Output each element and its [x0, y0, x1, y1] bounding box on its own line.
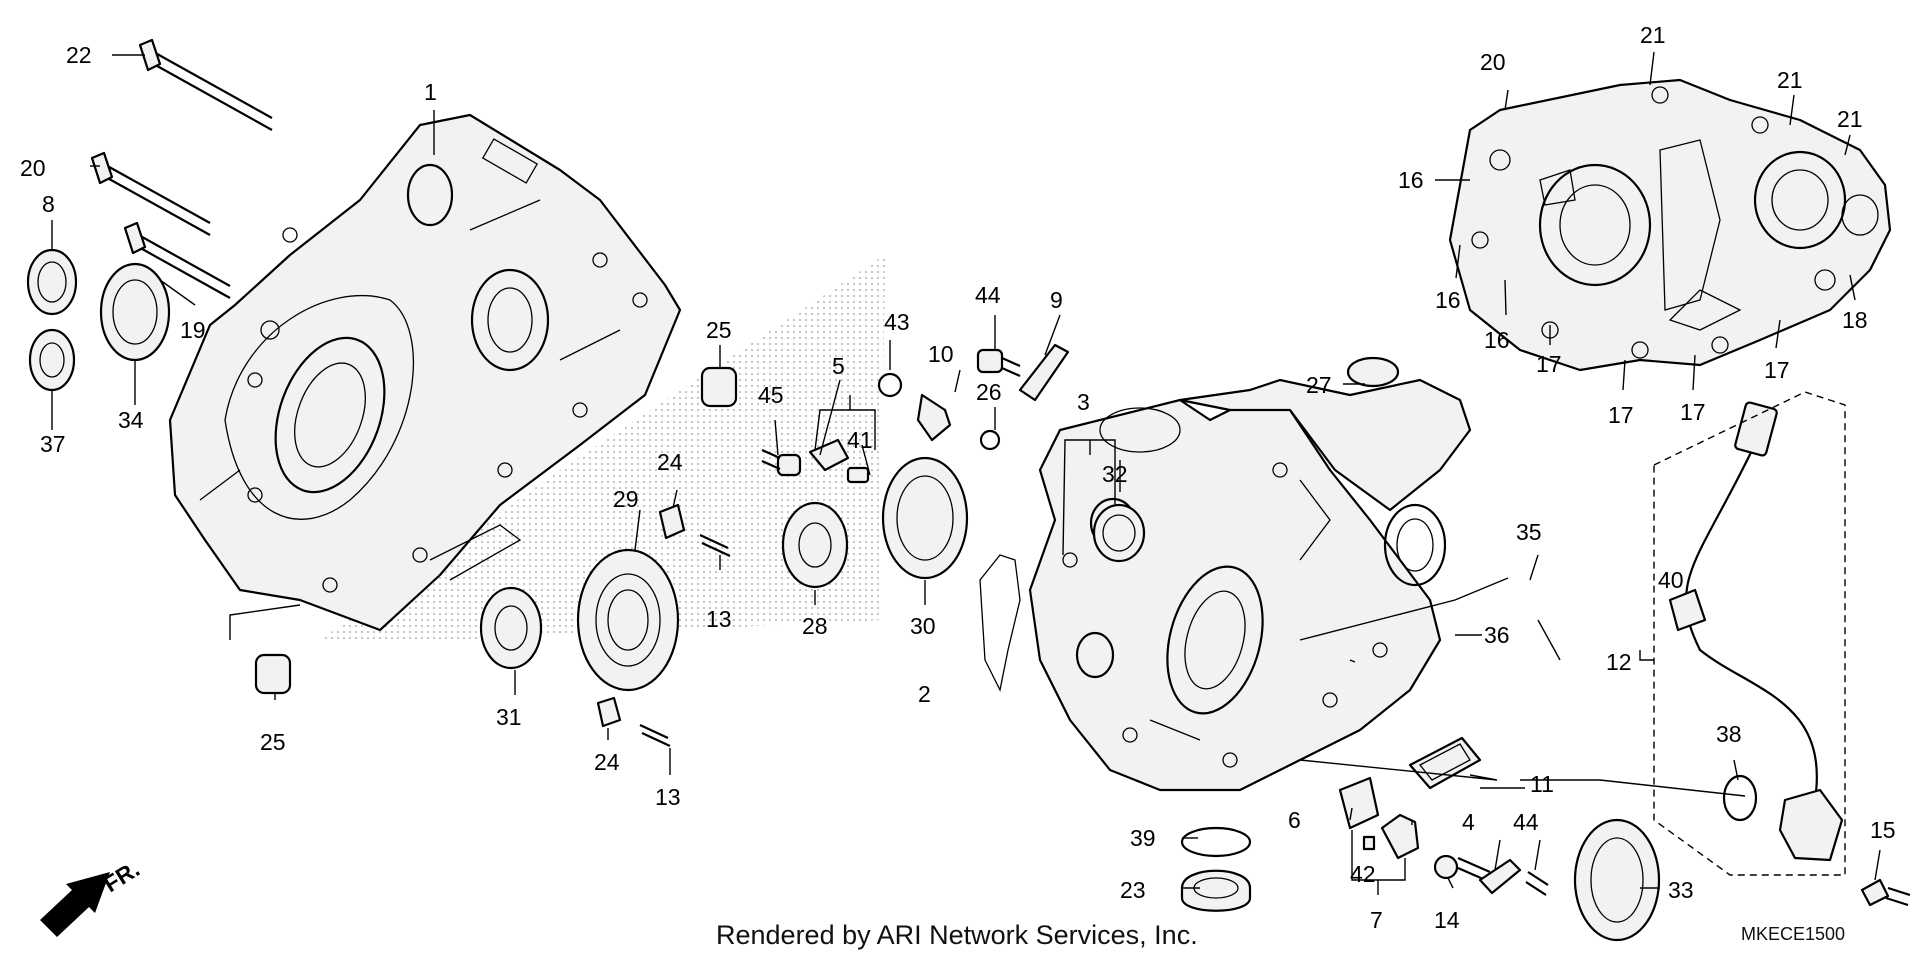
leader-lines — [51, 51, 1881, 895]
direction-label: FR. — [99, 856, 144, 898]
callout-label: 45 — [758, 382, 784, 408]
bearings — [479, 456, 1137, 692]
callout-label: 9 — [1050, 287, 1063, 313]
callout-label: 32 — [1102, 461, 1128, 487]
dowel-pin — [254, 653, 292, 695]
callout-label: 35 — [1516, 519, 1542, 545]
callout-label: 18 — [1842, 307, 1868, 333]
callout-label: 39 — [1130, 825, 1156, 851]
callout-label: 44 — [1513, 809, 1539, 835]
callout-label: 16 — [1435, 287, 1461, 313]
callout-label: 41 — [847, 427, 873, 453]
callout-label: 24 — [594, 749, 620, 775]
callout-label: 29 — [613, 486, 639, 512]
callout-label: 6 — [1288, 807, 1301, 833]
callout-label: 20 — [1480, 49, 1506, 75]
left-seals — [26, 248, 171, 392]
callout-label: 24 — [657, 449, 683, 475]
right-crankcase-half — [1028, 378, 1472, 792]
callout-label: 42 — [1350, 861, 1376, 887]
callout-label: 40 — [1658, 567, 1684, 593]
gasket — [979, 554, 1021, 692]
callout-label: 28 — [802, 613, 828, 639]
callout-label: 17 — [1764, 357, 1790, 383]
callout-label: 16 — [1484, 327, 1510, 353]
sensor-assembly — [1668, 401, 1844, 862]
callout-label: 4 — [1462, 809, 1475, 835]
callout-label: 14 — [1434, 907, 1460, 933]
callout-label: 38 — [1716, 721, 1742, 747]
callout-label: 30 — [910, 613, 936, 639]
small-hardware — [596, 343, 1400, 747]
rendered-by-credit: Rendered by ARI Network Services, Inc. — [716, 920, 1198, 950]
callout-label: 15 — [1870, 817, 1896, 843]
callout-label: 17 — [1608, 402, 1634, 428]
callout-label: 17 — [1680, 399, 1706, 425]
callout-label: 26 — [976, 379, 1002, 405]
callout-label: 17 — [1536, 351, 1562, 377]
callout-label: 21 — [1777, 67, 1803, 93]
callouts: 22 1 20 8 19 34 37 25 25 43 44 9 10 5 26… — [20, 22, 1896, 933]
callout-label: 21 — [1837, 106, 1863, 132]
crankcase-inner-view — [1448, 78, 1892, 372]
front-direction-arrow: FR. — [40, 856, 144, 937]
lower-parts — [1180, 736, 1911, 942]
callout-label: 19 — [180, 317, 206, 343]
callout-label: 36 — [1484, 622, 1510, 648]
callout-label: 13 — [655, 784, 681, 810]
callout-label: 27 — [1306, 372, 1332, 398]
callout-label: 3 — [1077, 389, 1090, 415]
callout-label: 22 — [66, 42, 92, 68]
callout-label: 23 — [1120, 877, 1146, 903]
left-crankcase-half — [168, 113, 682, 632]
callout-label: 7 — [1370, 907, 1383, 933]
callout-label: 20 — [20, 155, 46, 181]
long-bolts — [90, 38, 273, 299]
callout-label: 10 — [928, 341, 954, 367]
callout-label: 5 — [832, 353, 845, 379]
assembly-bracket — [1653, 391, 1846, 876]
callout-label: 21 — [1640, 22, 1666, 48]
callout-label: 2 — [918, 681, 931, 707]
callout-label: 34 — [118, 407, 144, 433]
callout-label: 13 — [706, 606, 732, 632]
dowel-pin — [700, 366, 738, 408]
callout-label: 43 — [884, 309, 910, 335]
callout-label: 11 — [1530, 771, 1554, 797]
callout-label: 1 — [424, 79, 437, 105]
callout-label: 8 — [42, 191, 55, 217]
callout-label: 25 — [260, 729, 286, 755]
callout-label: 16 — [1398, 167, 1424, 193]
callout-label: 33 — [1668, 877, 1694, 903]
callout-label: 25 — [706, 317, 732, 343]
callout-label: 44 — [975, 282, 1001, 308]
callout-label: 31 — [496, 704, 522, 730]
callout-label: 37 — [40, 431, 66, 457]
diagram-code: MKECE1500 — [1741, 924, 1846, 944]
callout-label: 12 — [1606, 649, 1632, 675]
